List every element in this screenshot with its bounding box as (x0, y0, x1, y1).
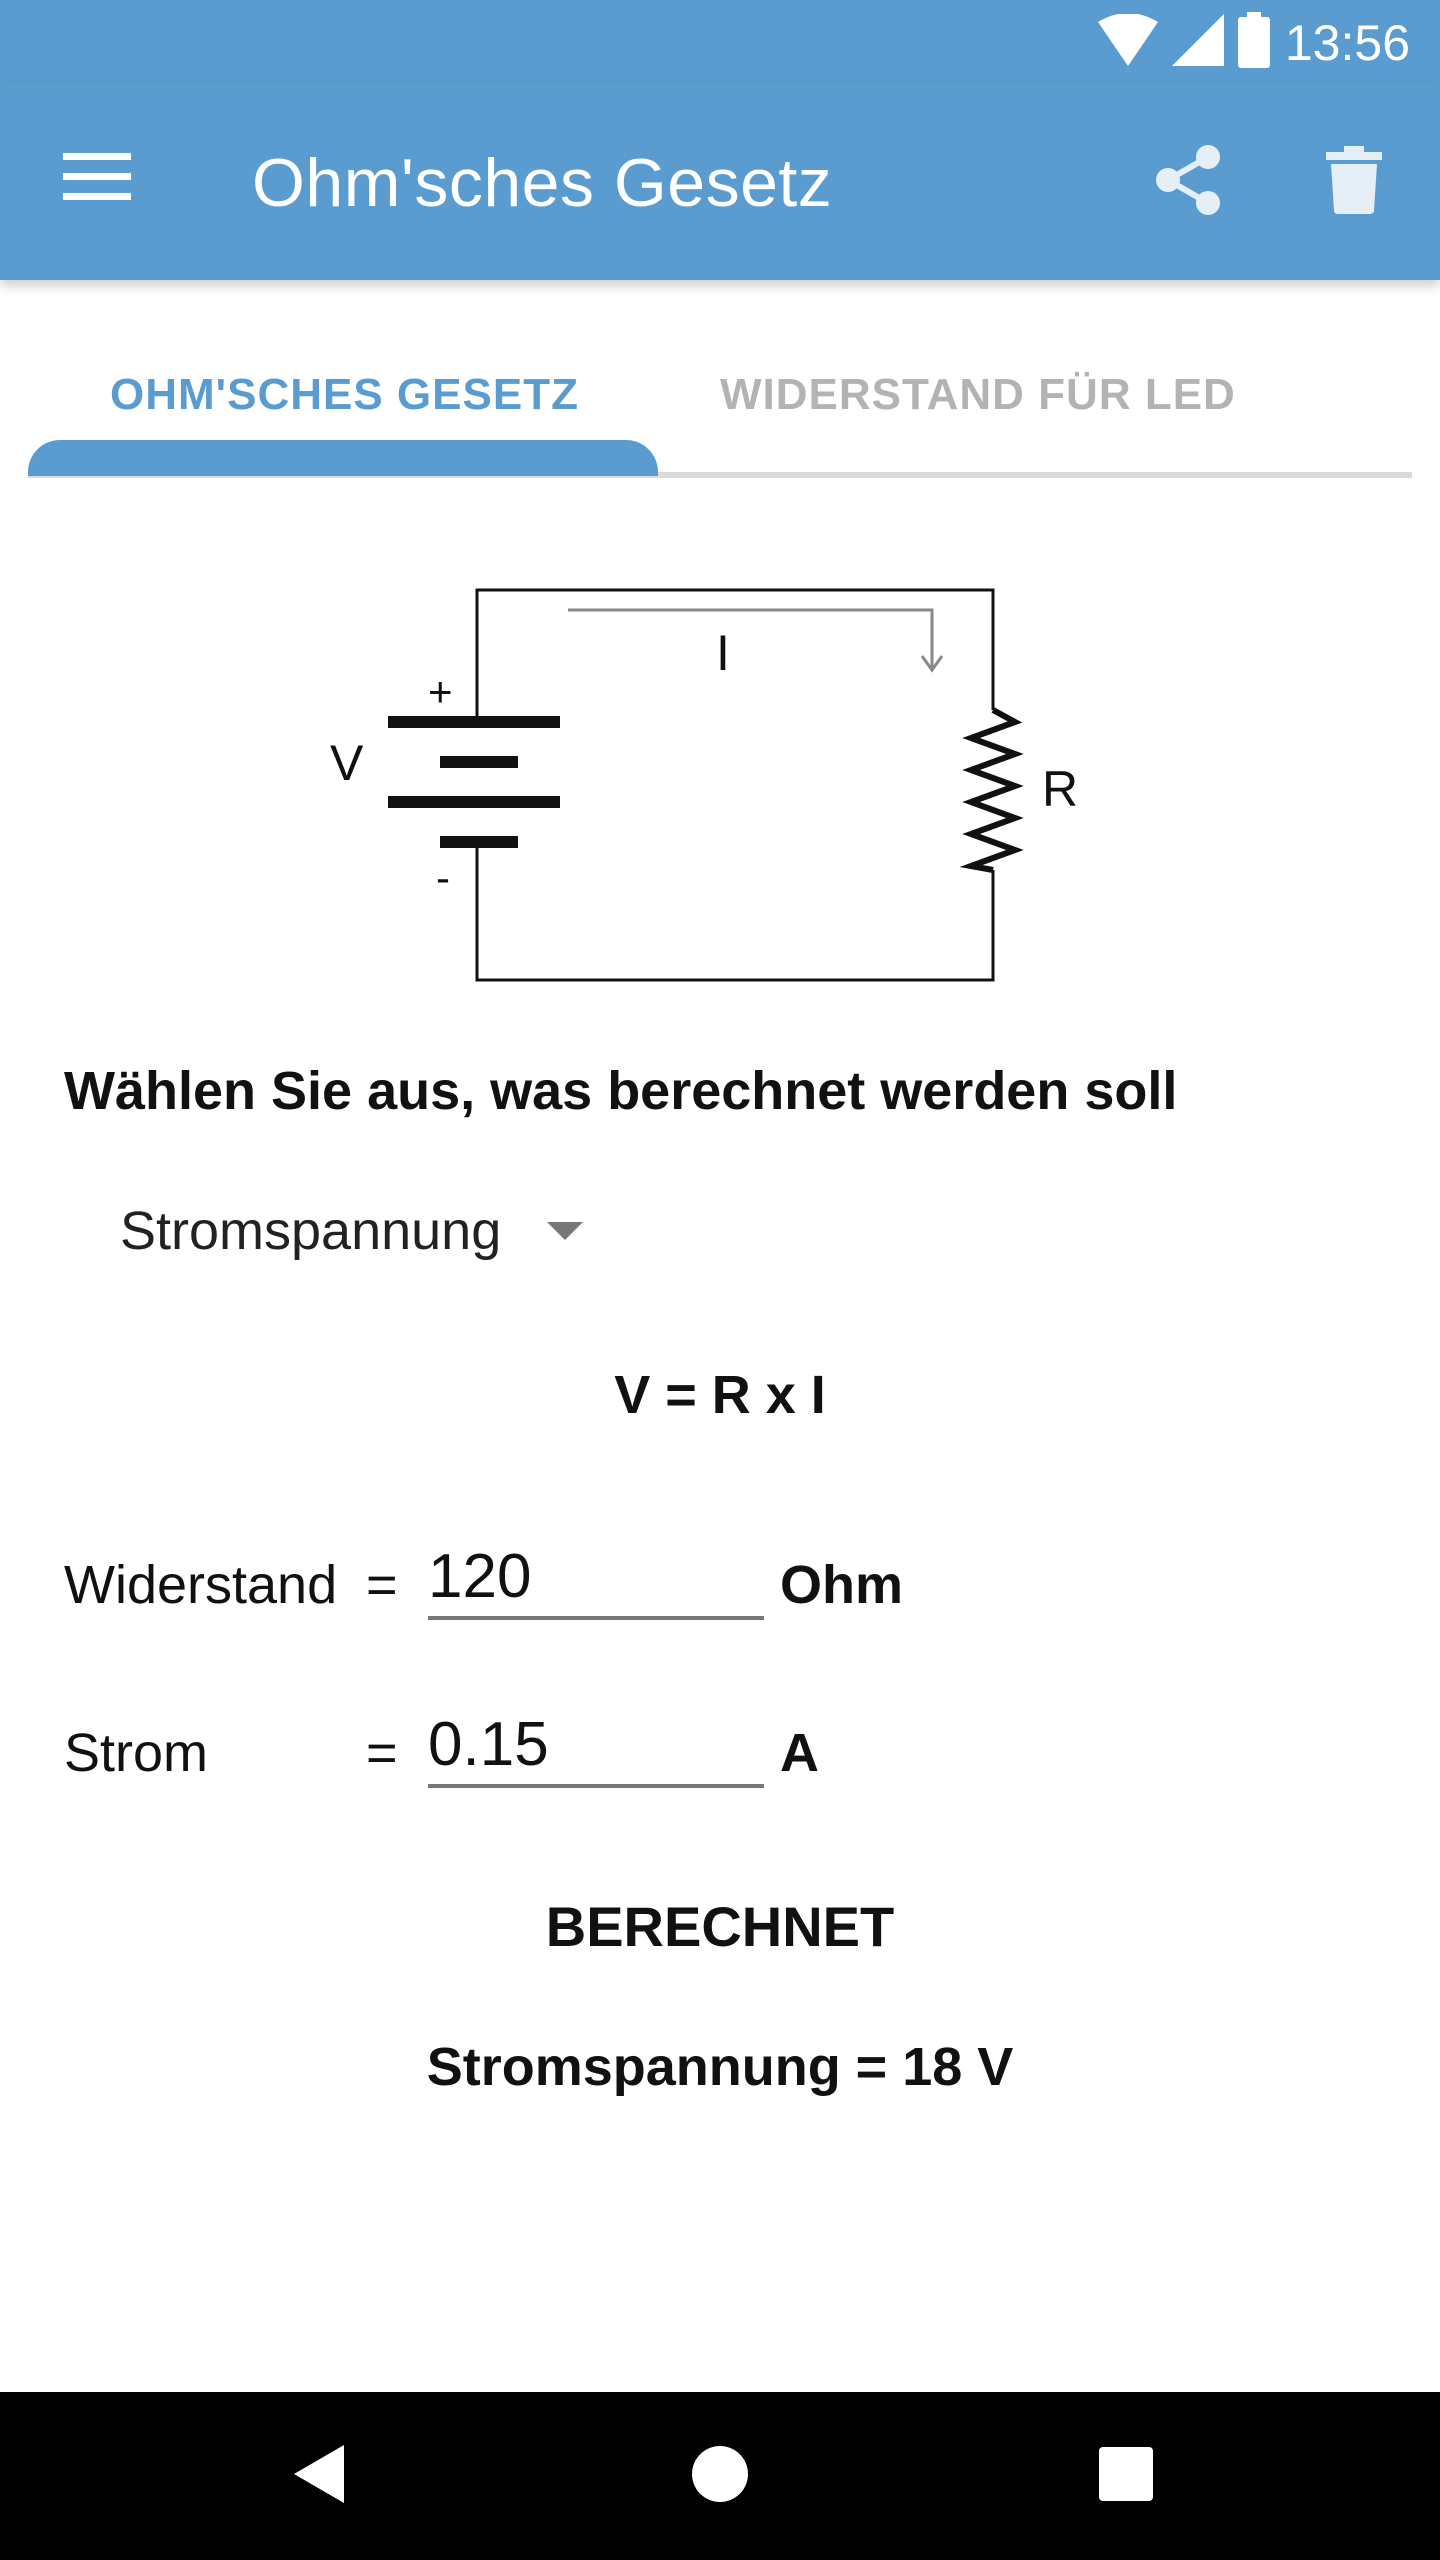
status-time: 13:56 (1284, 15, 1410, 71)
calculate-button[interactable]: BERECHNET (545, 1895, 895, 1958)
calculation-dropdown[interactable]: Stromspannung (120, 1196, 584, 1266)
minus-label: - (436, 854, 450, 901)
result-text: Stromspannung = 18 V (426, 2037, 1014, 2097)
navigation-bar (0, 2392, 1440, 2560)
status-icons (1098, 11, 1270, 73)
current-label: I (716, 625, 730, 681)
app-title: Ohm'sches Gesetz (252, 145, 833, 221)
widerstand-unit: Ohm (780, 1555, 904, 1615)
back-button[interactable] (276, 2434, 360, 2518)
dropdown-value: Stromspannung (120, 1201, 502, 1261)
menu-button[interactable] (52, 134, 142, 224)
resistor-label: R (1042, 761, 1078, 817)
widerstand-input[interactable] (428, 1536, 764, 1620)
tab-bar: OHM'SCHES GESETZ WIDERSTAND FÜR LED (28, 340, 1412, 480)
active-tab-indicator (28, 440, 658, 476)
delete-button[interactable] (1306, 134, 1402, 230)
select-heading: Wählen Sie aus, was berechnet werden sol… (64, 1061, 1178, 1121)
back-icon (290, 2443, 346, 2510)
formula: V = R x I (614, 1365, 826, 1425)
plus-label: + (428, 668, 453, 715)
recents-icon (1099, 2446, 1153, 2506)
chevron-down-icon (547, 1222, 584, 1240)
strom-label: Strom (64, 1723, 209, 1783)
widerstand-label: Widerstand (64, 1555, 338, 1615)
home-icon (690, 2444, 750, 2509)
equals-sign: = (366, 1555, 398, 1615)
app-bar: Ohm'sches Gesetz (0, 84, 1440, 280)
calculate-button-row: BERECHNET (0, 1894, 1440, 1959)
status-bar: 13:56 (0, 0, 1440, 84)
tab-widerstand-fuer-led[interactable]: WIDERSTAND FÜR LED (720, 370, 1236, 419)
wifi-icon (1098, 12, 1158, 71)
equals-sign: = (366, 1723, 398, 1783)
signal-icon (1172, 13, 1224, 71)
home-button[interactable] (678, 2434, 762, 2518)
tab-ohmsches-gesetz[interactable]: OHM'SCHES GESETZ (110, 370, 579, 419)
battery-icon (1238, 11, 1270, 73)
trash-icon (1326, 145, 1382, 219)
strom-unit: A (780, 1723, 819, 1783)
share-button[interactable] (1140, 134, 1236, 230)
circuit-diagram: + - V I R (330, 588, 1078, 982)
recents-button[interactable] (1084, 2434, 1168, 2518)
menu-icon (63, 151, 131, 208)
voltage-label: V (330, 735, 364, 791)
share-icon (1154, 144, 1222, 221)
tab-divider (28, 472, 1412, 478)
strom-input[interactable] (428, 1704, 764, 1788)
